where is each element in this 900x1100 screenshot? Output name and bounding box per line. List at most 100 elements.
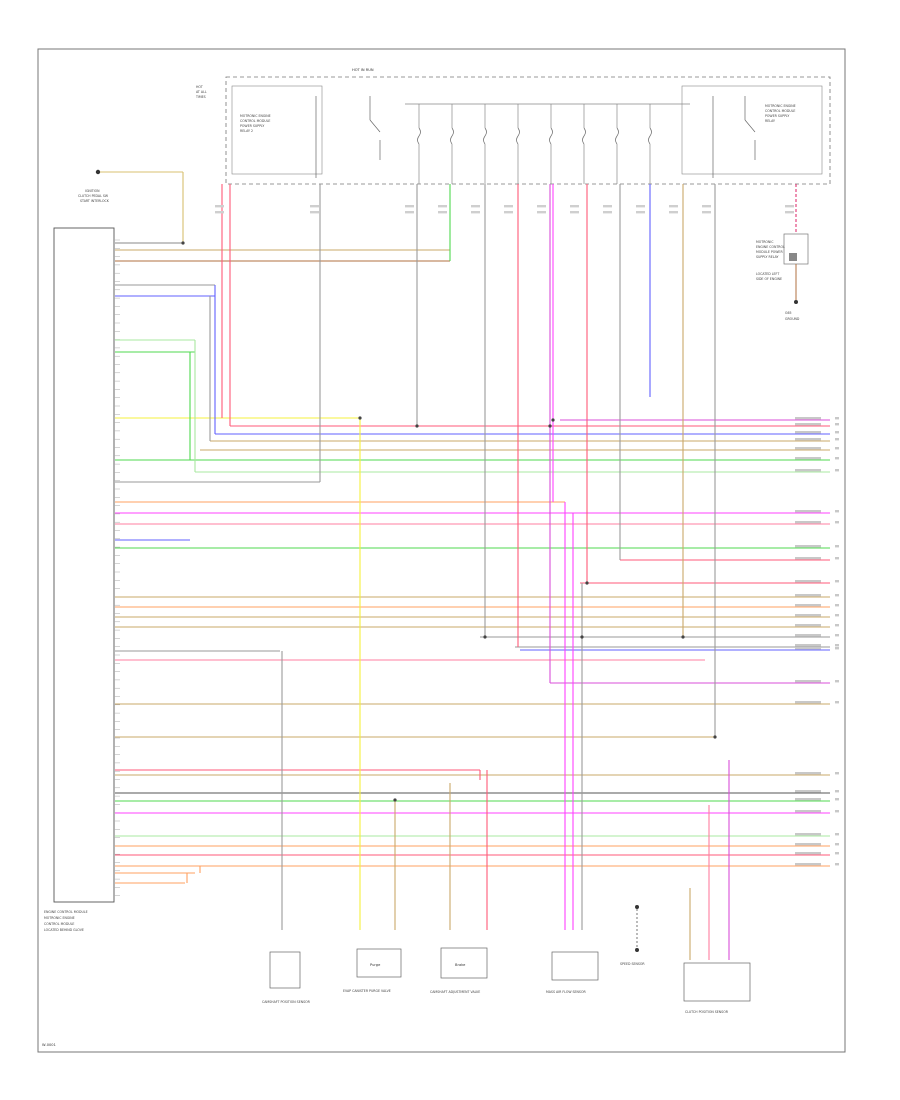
- terminal-label-block: [795, 438, 821, 441]
- fuse-8-symbol: [648, 127, 652, 145]
- hot-in-run-label: HOT IN RUN: [352, 68, 374, 72]
- terminal-number-block: [835, 798, 839, 801]
- svg-text:CONTROL MODULE: CONTROL MODULE: [240, 119, 270, 123]
- fuse-output-label-line1: [537, 205, 546, 208]
- fuse-output-label-line2: [504, 211, 513, 214]
- terminal-number-block: [835, 423, 839, 426]
- brake-label: Brake: [455, 963, 466, 967]
- svg-text:RELAY 2: RELAY 2: [240, 129, 253, 133]
- terminal-number-block: [835, 469, 839, 472]
- component-label-2: EVAP CANISTER PURGE VALVE: [343, 989, 391, 993]
- terminal-number-block: [835, 843, 839, 846]
- terminal-number-block: [835, 863, 839, 866]
- svg-text:ENGINE CONTROL: ENGINE CONTROL: [756, 245, 785, 249]
- component-label-1: CAMSHAFT POSITION SENSOR: [262, 1000, 311, 1004]
- fuse-output-label-line2: [702, 211, 711, 214]
- terminal-label-block: [795, 624, 821, 627]
- fuse-5-symbol: [549, 127, 553, 145]
- ecm-label: ENGINE CONTROL MODULE: [44, 910, 88, 914]
- fuse-output-label-line2: [438, 211, 447, 214]
- purge-label: Purge: [370, 963, 381, 967]
- fuse-output-label-line2: [471, 211, 480, 214]
- svg-text:LOCATED LEFT: LOCATED LEFT: [756, 272, 779, 276]
- terminal-number-block: [835, 431, 839, 434]
- terminal-number-block: [835, 438, 839, 441]
- fuse-output-label-line1: [785, 205, 794, 208]
- oxygen-heater-relay: MOTRONIC ENGINE CONTROL MODULE POWER SUP…: [756, 184, 809, 321]
- terminal-label-block: [795, 644, 821, 647]
- terminal-label-block: [795, 580, 821, 583]
- terminal-label-block: [795, 701, 821, 704]
- terminal-label-block: [795, 772, 821, 775]
- component-label-5: SPEED SENSOR: [620, 962, 645, 966]
- fuse-output-label-line2: [405, 211, 414, 214]
- wire-harness: [115, 172, 830, 960]
- terminal-label-block: [795, 457, 821, 460]
- svg-text:G65: G65: [785, 311, 792, 315]
- terminal-number-block: [835, 833, 839, 836]
- terminal-number-block: [835, 594, 839, 597]
- svg-text:MODULE POWER: MODULE POWER: [756, 250, 783, 254]
- fuse-3-symbol: [483, 127, 487, 145]
- svg-text:CONTROL MODULE: CONTROL MODULE: [765, 109, 795, 113]
- terminal-label-block: [795, 604, 821, 607]
- ecm-pin-labels: [114, 239, 120, 896]
- svg-text:RELAY: RELAY: [765, 119, 775, 123]
- fuse-box-frame: [225, 76, 831, 185]
- svg-text:LOCATED BEHIND GLOVE: LOCATED BEHIND GLOVE: [44, 928, 84, 932]
- relay-switch-2: [712, 96, 756, 178]
- terminal-number-block: [835, 634, 839, 637]
- svg-text:MOTRONIC: MOTRONIC: [756, 240, 774, 244]
- component-label-6: CLUTCH POSITION SENSOR: [685, 1010, 729, 1014]
- terminal-label-block: [795, 423, 821, 426]
- fuse-output-label-line1: [405, 205, 414, 208]
- terminal-label-block: [795, 798, 821, 801]
- fuse-output-label-line2: [603, 211, 612, 214]
- splice-dot: [580, 635, 584, 639]
- terminal-label-block: [795, 843, 821, 846]
- svg-text:AT ALL: AT ALL: [196, 90, 207, 94]
- upper-left-block: IGNITION CLUTCH PEDAL SW START INTERLOCK: [78, 169, 185, 245]
- terminal-label-block: [795, 469, 821, 472]
- relay-switch-1: [315, 96, 381, 178]
- terminal-number-block: [835, 521, 839, 524]
- terminal-label-block: [795, 594, 821, 597]
- terminal-number-block: [835, 614, 839, 617]
- terminal-label-block: [795, 431, 821, 434]
- terminal-number-block: [835, 447, 839, 450]
- fuse-2-symbol: [450, 127, 454, 145]
- splice-dot: [713, 735, 717, 739]
- fuse-output-label-line2: [636, 211, 645, 214]
- terminal-number-block: [835, 644, 839, 647]
- fuse-4-symbol: [516, 127, 520, 145]
- svg-text:CLUTCH PEDAL SW: CLUTCH PEDAL SW: [78, 194, 109, 198]
- svg-text:POWER SUPPLY: POWER SUPPLY: [765, 114, 789, 118]
- splice-dot: [548, 424, 552, 428]
- fuse-output-label-line2: [570, 211, 579, 214]
- terminal-label-block: [795, 852, 821, 855]
- splice-dot: [393, 798, 397, 802]
- fuse-output-label-line1: [504, 205, 513, 208]
- terminal-label-block: [795, 521, 821, 524]
- svg-text:IGNITION: IGNITION: [85, 189, 100, 193]
- terminal-number-block: [835, 545, 839, 548]
- svg-text:MOTRONIC ENGINE: MOTRONIC ENGINE: [240, 114, 271, 118]
- svg-text:HOT: HOT: [196, 85, 203, 89]
- terminal-number-block: [835, 557, 839, 560]
- fuse-output-label-line1: [603, 205, 612, 208]
- fuse-output-label-line1: [636, 205, 645, 208]
- terminal-number-block: [835, 624, 839, 627]
- splice-dot: [585, 581, 589, 585]
- fuse-output-label-line1: [471, 205, 480, 208]
- svg-text:GROUND: GROUND: [785, 317, 800, 321]
- page-reference: W-0001: [42, 1043, 56, 1047]
- svg-text:START INTERLOCK: START INTERLOCK: [80, 199, 110, 203]
- fuse-output-label-line1: [669, 205, 678, 208]
- terminal-number-block: [835, 701, 839, 704]
- splice-dot: [551, 418, 555, 422]
- fuse-output-label-line2: [310, 211, 319, 214]
- fuse-output-label-line1: [215, 205, 224, 208]
- svg-text:SIDE OF ENGINE: SIDE OF ENGINE: [756, 277, 782, 281]
- terminal-label-block: [795, 557, 821, 560]
- bottom-components: Purge Brake: [269, 905, 751, 1002]
